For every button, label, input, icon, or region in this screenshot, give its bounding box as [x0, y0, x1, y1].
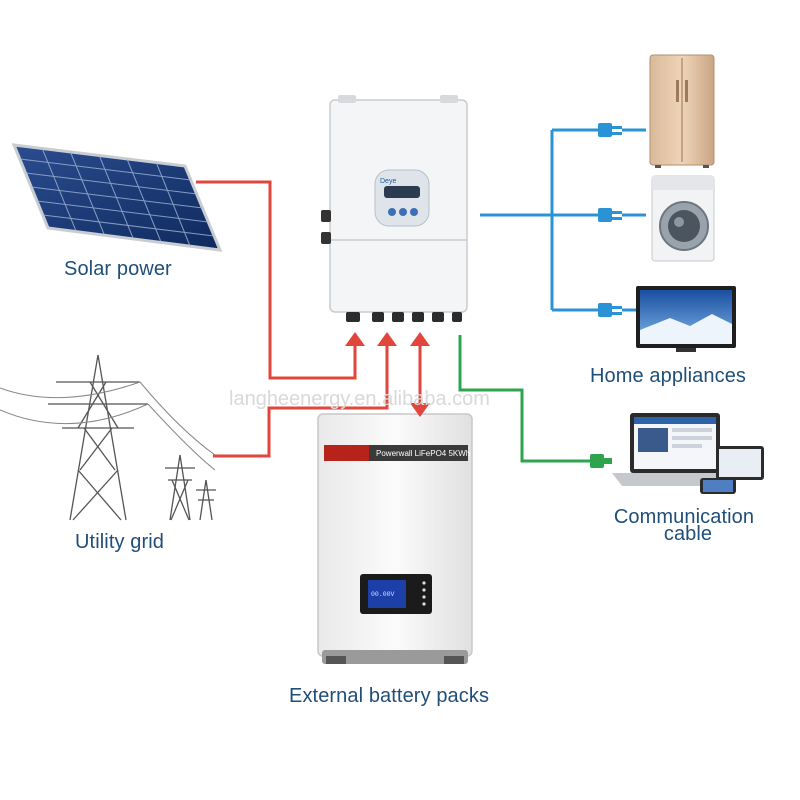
television-illustration: [636, 286, 736, 352]
plug-tv-icon: [598, 303, 612, 317]
utility-tower-illustration: [0, 354, 216, 521]
fridge-illustration: [649, 54, 715, 168]
comm-plug-icon: [590, 454, 612, 468]
ac-power-lines: [480, 128, 646, 312]
battery-lcd-reading: 00.00V: [371, 591, 395, 598]
plug-washer-icon: [598, 208, 612, 222]
battery-brand-plate: Powerwall LiFePO4 5KWh: [376, 449, 470, 458]
home-appliances-label: Home appliances: [590, 365, 747, 387]
solar-panel-illustration: [11, 143, 223, 252]
utility-grid-label: Utility grid: [75, 531, 164, 553]
arrow-solar-up: [345, 332, 365, 346]
arrow-battery-up: [410, 332, 430, 346]
dc-arrowheads: [345, 332, 430, 417]
battery-pack-illustration: [317, 413, 473, 664]
communication-line: [458, 335, 592, 463]
arrow-battery-down: [410, 403, 430, 417]
inverter-brand-text: Deye: [380, 178, 396, 185]
washing-machine-illustration: [651, 175, 715, 262]
battery-packs-label: External battery packs: [289, 685, 490, 707]
communication-cable-label: cable: [663, 523, 713, 545]
dc-power-lines: [196, 180, 422, 458]
ac-plugs: [598, 123, 622, 317]
watermark-text: langheenergy.en.alibaba.com: [229, 388, 490, 410]
hybrid-inverter-illustration: [321, 95, 468, 322]
laptop-devices-illustration: [612, 413, 764, 494]
arrow-grid-up: [377, 332, 397, 346]
plug-fridge-icon: [598, 123, 612, 137]
solar-power-label: Solar power: [64, 258, 172, 280]
communication-label: Communication: [613, 506, 755, 528]
